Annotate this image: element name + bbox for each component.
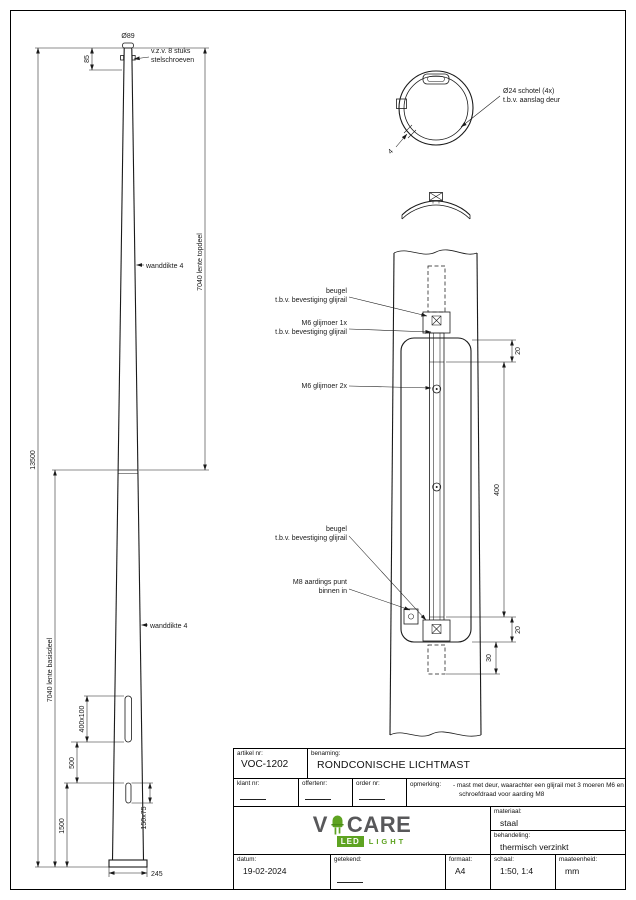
mast-dimensions: Ø89 85 v.z.v. 8 stuks stelschroeven 7040… — [30, 33, 209, 878]
set-screw-right — [131, 55, 136, 61]
door-handle-recess — [422, 73, 450, 85]
note-schotel-line1: Ø24 schotel (4x) — [503, 88, 554, 95]
mast-small-opening — [125, 782, 132, 804]
dim-door-size: 400x100 — [79, 705, 86, 732]
dim-small-door-size: 150x75 — [141, 806, 148, 829]
door-handle — [427, 76, 445, 82]
rail-hidden-bottom — [427, 644, 446, 675]
rail-hidden-top — [427, 265, 446, 313]
note-setscrews-line2: stelschroeven — [151, 57, 194, 64]
label-m8-line2: binnen in — [319, 588, 348, 595]
dim-wall-4: 4 — [387, 148, 395, 156]
dim-30: 30 — [486, 654, 493, 662]
drawing-border — [10, 10, 626, 890]
schotel-plate — [396, 98, 407, 109]
label-beugel-top-line2: t.b.v. bevestiging glijrail — [275, 297, 347, 304]
set-screw-left — [120, 55, 124, 61]
dim-base-section: 7040 lente basisdeel — [47, 637, 54, 702]
note-schotel-line2: t.b.v. aanslag deur — [503, 97, 561, 104]
mast-outline — [108, 42, 148, 868]
dim-500: 500 — [69, 757, 76, 769]
door-detail-view: 20 400 20 30 beugel t.b.v. bevestiging g… — [275, 249, 522, 737]
glijrail — [429, 332, 445, 620]
mast-door-opening — [124, 695, 132, 743]
dim-20-bottom: 20 — [515, 626, 522, 634]
break-line-bottom — [389, 731, 482, 737]
dim-1500: 1500 — [59, 818, 66, 834]
mast-view: Ø89 85 v.z.v. 8 stuks stelschroeven 7040… — [30, 33, 209, 878]
clamp-nut — [429, 192, 443, 201]
mast-cross-section-inner — [403, 75, 469, 141]
note-wall-thickness-top: wanddikte 4 — [145, 263, 183, 270]
door-detail-labels: beugel t.b.v. bevestiging glijrail M6 gl… — [275, 288, 432, 621]
dim-top-section: 7040 lente topdeel — [197, 233, 204, 291]
note-setscrews-line1: v.z.v. 8 stuks — [151, 48, 191, 55]
label-m6-1x-line2: t.b.v. bevestiging glijrail — [275, 329, 347, 336]
label-m6-1x-line1: M6 glijmoer 1x — [301, 320, 347, 327]
base-plate — [108, 859, 148, 868]
dim-20-top: 20 — [515, 347, 522, 355]
clamp-detail-view — [401, 192, 471, 220]
break-line-top — [393, 249, 478, 255]
dim-400: 400 — [494, 484, 501, 496]
note-wall-thickness-base: wanddikte 4 — [149, 623, 187, 630]
bracket-bottom — [422, 619, 451, 642]
door-detail-dimensions: 20 400 20 30 — [446, 339, 522, 675]
top-detail-view: Ø24 schotel (4x) t.b.v. aanslag deur 4 — [387, 70, 561, 156]
label-beugel-bottom-line1: beugel — [326, 526, 347, 533]
door-opening — [400, 337, 472, 643]
label-beugel-top-line1: beugel — [326, 288, 347, 295]
dim-diameter-top: Ø89 — [121, 33, 134, 40]
label-beugel-bottom-line2: t.b.v. bevestiging glijrail — [275, 535, 347, 542]
label-m8-line1: M8 aardings punt — [293, 579, 347, 586]
mast-cross-section-outer — [398, 70, 474, 146]
m6-bolt-upper — [432, 384, 442, 394]
dim-base-width: 245 — [151, 871, 163, 878]
m6-bolt-lower — [432, 482, 442, 492]
door-detail-outline — [389, 249, 482, 737]
dim-total-height: 13500 — [30, 450, 37, 470]
bracket-top — [422, 311, 451, 334]
dim-85: 85 — [84, 55, 91, 63]
m8-earthing-point — [403, 608, 419, 625]
label-m6-2x: M6 glijmoer 2x — [301, 383, 347, 390]
